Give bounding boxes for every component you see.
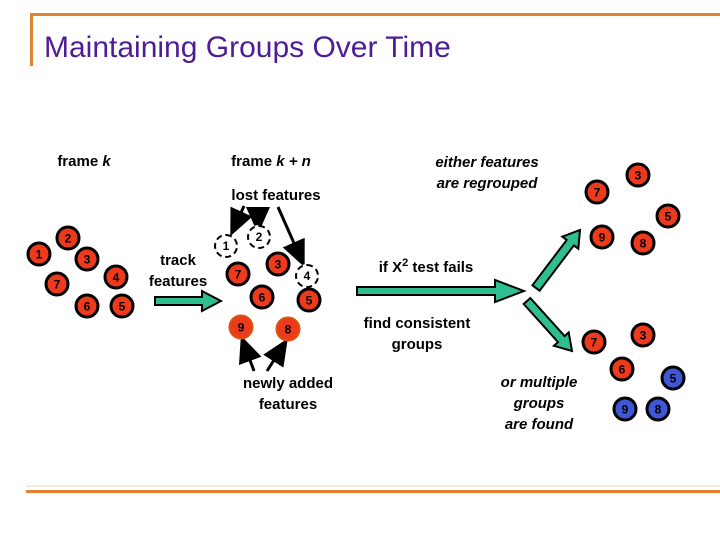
feature-circle-multiple-groups-6: 6: [609, 356, 635, 382]
lost-features-label: lost features: [231, 187, 321, 204]
newly-added-features-label: newly added features: [242, 375, 334, 413]
feature-circle-multiple-groups-9: 9: [612, 396, 638, 422]
feature-circle-frame-k-3: 3: [74, 246, 100, 272]
top-accent-line: [30, 13, 720, 16]
feature-circle-frame-k-n-3: 3: [265, 251, 291, 277]
feature-circle-regrouped-5: 5: [655, 203, 681, 229]
feature-circle-frame-k-n-2: 2: [247, 225, 271, 249]
feature-circle-multiple-groups-3: 3: [630, 322, 656, 348]
feature-circle-frame-k-1: 1: [26, 241, 52, 267]
feature-circle-frame-k-2: 2: [55, 225, 81, 251]
bottom-accent-line: [26, 490, 720, 493]
feature-circle-frame-k-n-6: 6: [249, 284, 275, 310]
page-title: Maintaining Groups Over Time: [44, 31, 451, 64]
frame-k-label: frame k: [57, 153, 111, 170]
chi-superscript: 2: [402, 257, 409, 269]
find-consistent-groups-label: find consistent groups: [363, 315, 471, 353]
feature-circle-regrouped-8: 8: [630, 230, 656, 256]
feature-circle-frame-k-6: 6: [74, 293, 100, 319]
feature-circle-frame-k-5: 5: [109, 293, 135, 319]
frame-k-n-variable: k + n: [276, 153, 311, 170]
feature-circle-frame-k-n-4: 4: [295, 264, 319, 288]
feature-circle-frame-k-n-5: 5: [296, 287, 322, 313]
chi-squared-test-label: if X2 test fails: [378, 257, 474, 276]
feature-circle-regrouped-7: 7: [584, 179, 610, 205]
frame-k-variable: k: [102, 153, 111, 170]
bottom-accent-line-faint: [26, 485, 720, 487]
track-features-label: track features: [148, 252, 208, 290]
feature-circle-multiple-groups-7: 7: [581, 329, 607, 355]
feature-circle-multiple-groups-8: 8: [645, 396, 671, 422]
feature-circle-frame-k-7: 7: [44, 271, 70, 297]
feature-circle-frame-k-4: 4: [103, 264, 129, 290]
feature-circle-regrouped-9: 9: [589, 224, 615, 250]
feature-circle-regrouped-3: 3: [625, 162, 651, 188]
frame-k-n-label: frame k + n: [231, 153, 311, 170]
feature-circle-multiple-groups-5: 5: [660, 365, 686, 391]
feature-circle-frame-k-n-7: 7: [225, 261, 251, 287]
either-regrouped-label: either features are regrouped: [435, 154, 539, 192]
feature-circle-frame-k-n-1: 1: [214, 234, 238, 258]
or-multiple-groups-label: or multiple groups are found: [500, 374, 578, 433]
feature-circle-frame-k-n-8: 8: [275, 316, 301, 342]
left-accent-line: [30, 13, 33, 66]
feature-circle-frame-k-n-9: 9: [228, 314, 254, 340]
